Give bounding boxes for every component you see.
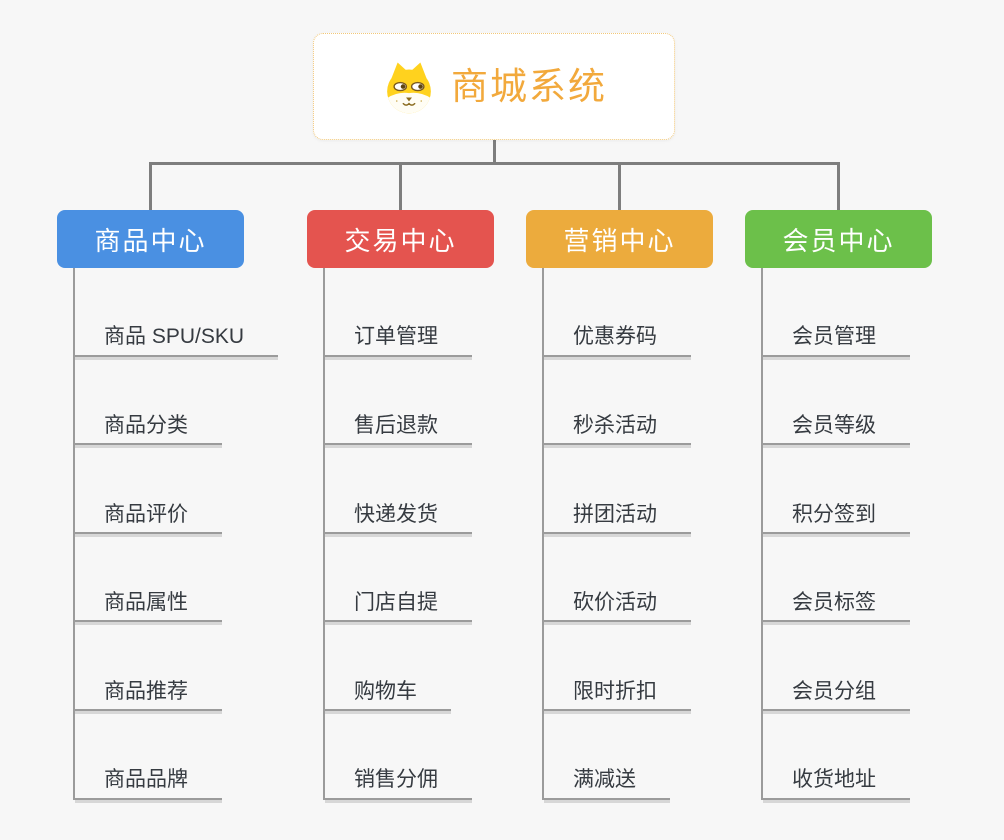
leaf-label: 订单管理 <box>325 324 472 357</box>
connector-top-rail <box>148 162 840 165</box>
leaf-node[interactable]: 售后退款 <box>325 357 472 446</box>
leaf-node[interactable]: 订单管理 <box>325 268 472 357</box>
leaf-node[interactable]: 门店自提 <box>325 534 472 623</box>
leaf-node[interactable]: 商品推荐 <box>75 622 278 711</box>
leaf-node[interactable]: 满减送 <box>544 711 691 800</box>
leaf-label: 商品分类 <box>75 413 222 446</box>
leaf-label: 优惠券码 <box>544 324 691 357</box>
leaf-label: 会员分组 <box>763 679 910 711</box>
leaf-label: 快递发货 <box>325 502 472 534</box>
connector-branch-drop <box>399 164 402 210</box>
leaf-label: 商品推荐 <box>75 679 222 711</box>
branch-node[interactable]: 营销中心 <box>526 210 713 268</box>
leaf-node[interactable]: 砍价活动 <box>544 534 691 623</box>
branch-items: 优惠券码 秒杀活动 拼团活动 砍价活动 限时折扣 满减送 <box>542 268 691 800</box>
leaf-node[interactable]: 拼团活动 <box>544 445 691 534</box>
leaf-label: 商品 SPU/SKU <box>75 324 279 357</box>
dog-face-icon <box>387 62 431 113</box>
leaf-node[interactable]: 会员等级 <box>763 357 910 446</box>
leaf-label: 销售分佣 <box>325 767 472 800</box>
leaf-node[interactable]: 会员标签 <box>763 534 910 623</box>
leaf-node[interactable]: 快递发货 <box>325 445 472 534</box>
leaf-node[interactable]: 商品 SPU/SKU <box>75 268 279 357</box>
leaf-label: 满减送 <box>544 767 670 800</box>
branch-column-0: 商品中心 商品 SPU/SKU 商品分类 商品评价 商品属性 商品推荐 商品品牌 <box>57 210 317 800</box>
leaf-label: 会员管理 <box>763 324 910 357</box>
leaf-node[interactable]: 商品分类 <box>75 357 278 446</box>
leaf-label: 购物车 <box>325 679 451 711</box>
leaf-node[interactable]: 商品品牌 <box>75 711 278 800</box>
leaf-node[interactable]: 秒杀活动 <box>544 357 691 446</box>
leaf-node[interactable]: 商品属性 <box>75 534 278 623</box>
leaf-label: 砍价活动 <box>544 590 691 623</box>
connector-root-stem <box>492 139 496 163</box>
leaf-label: 商品评价 <box>75 502 222 534</box>
leaf-label: 拼团活动 <box>544 502 691 534</box>
branch-node[interactable]: 交易中心 <box>307 210 494 268</box>
leaf-node[interactable]: 优惠券码 <box>544 268 691 357</box>
branch-label: 营销中心 <box>563 225 676 256</box>
connector-branch-drop <box>837 164 840 210</box>
leaf-label: 会员等级 <box>763 413 910 446</box>
branch-label: 会员中心 <box>782 225 895 256</box>
leaf-label: 商品属性 <box>75 590 222 623</box>
leaf-node[interactable]: 会员分组 <box>763 622 910 711</box>
branch-items: 订单管理 售后退款 快递发货 门店自提 购物车 销售分佣 <box>323 268 472 800</box>
branch-label: 商品中心 <box>94 225 207 256</box>
leaf-label: 门店自提 <box>325 590 472 623</box>
connector-branch-drop <box>618 164 621 210</box>
branch-items: 会员管理 会员等级 积分签到 会员标签 会员分组 收货地址 <box>761 268 910 800</box>
leaf-label: 收货地址 <box>763 767 910 800</box>
root-title: 商城系统 <box>451 66 607 107</box>
branch-column-1: 交易中心 订单管理 售后退款 快递发货 门店自提 购物车 销售分佣 <box>307 210 567 800</box>
leaf-node[interactable]: 商品评价 <box>75 445 278 534</box>
leaf-node[interactable]: 限时折扣 <box>544 622 691 711</box>
leaf-label: 积分签到 <box>763 502 910 534</box>
leaf-node[interactable]: 会员管理 <box>763 268 910 357</box>
root-node[interactable]: 商城系统 <box>313 33 675 140</box>
branch-node[interactable]: 商品中心 <box>57 210 244 268</box>
branch-node[interactable]: 会员中心 <box>745 210 932 268</box>
connector-branch-drop <box>149 164 152 210</box>
leaf-label: 限时折扣 <box>544 679 691 711</box>
leaf-node[interactable]: 积分签到 <box>763 445 910 534</box>
leaf-label: 售后退款 <box>325 413 472 446</box>
branch-label: 交易中心 <box>344 225 457 256</box>
leaf-node[interactable]: 购物车 <box>325 622 472 711</box>
leaf-node[interactable]: 收货地址 <box>763 711 910 800</box>
leaf-node[interactable]: 销售分佣 <box>325 711 472 800</box>
leaf-label: 会员标签 <box>763 590 910 623</box>
branch-items: 商品 SPU/SKU 商品分类 商品评价 商品属性 商品推荐 商品品牌 <box>73 268 279 800</box>
leaf-label: 商品品牌 <box>75 767 222 800</box>
branch-column-3: 会员中心 会员管理 会员等级 积分签到 会员标签 会员分组 收货地址 <box>745 210 1004 800</box>
branch-column-2: 营销中心 优惠券码 秒杀活动 拼团活动 砍价活动 限时折扣 满减送 <box>526 210 786 800</box>
leaf-label: 秒杀活动 <box>544 413 691 446</box>
